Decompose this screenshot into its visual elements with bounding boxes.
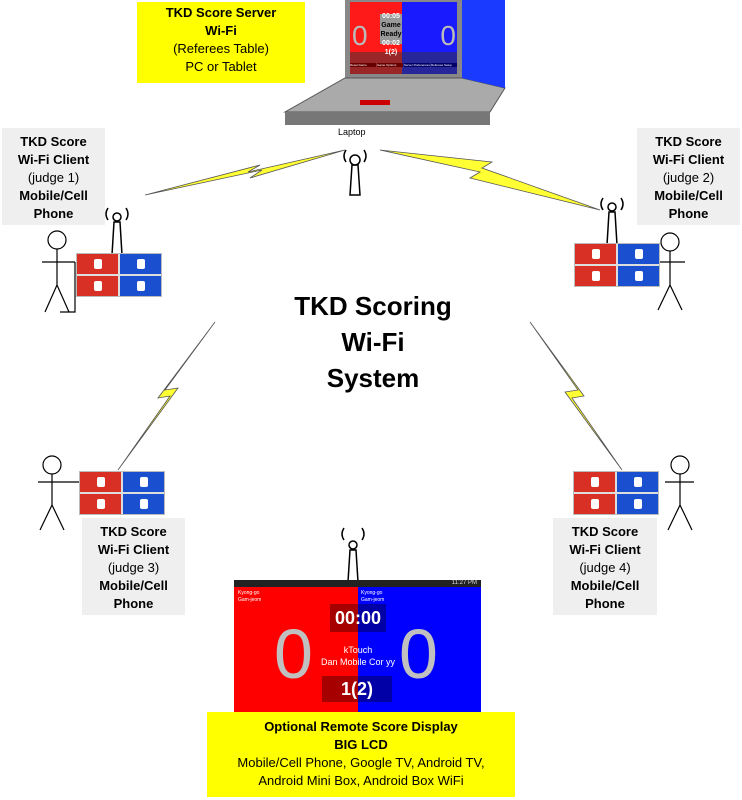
blue-label2: Gam-jeom xyxy=(361,597,385,603)
title-line2: Wi-Fi xyxy=(341,327,405,357)
title-line1: TKD Scoring xyxy=(294,291,452,321)
remote-label-box: Optional Remote Score Display BIG LCD Mo… xyxy=(207,712,515,797)
center-line1: kTouch xyxy=(343,645,373,655)
judge3-l1: TKD Score xyxy=(100,524,167,539)
judge1-l5: Phone xyxy=(33,206,74,221)
blue-label1: Kyong-go xyxy=(361,590,383,596)
remote-subtitle: BIG LCD xyxy=(334,737,388,752)
judge2-l1: TKD Score xyxy=(655,134,722,149)
judge3-l5: Phone xyxy=(113,596,154,611)
laptop-blue-score: 0 xyxy=(440,20,456,51)
judge4-l5: Phone xyxy=(585,596,625,611)
antenna-judge1 xyxy=(105,207,129,256)
remote-title: Optional Remote Score Display xyxy=(264,719,458,734)
judge1-phone xyxy=(76,253,162,297)
judge3-l2: Wi-Fi Client xyxy=(97,542,170,557)
laptop-buttons: Reset Game Game Options Server Preferenc… xyxy=(350,63,457,67)
antenna-icons xyxy=(105,149,624,583)
laptop-button[interactable]: Reset Game xyxy=(350,63,376,67)
laptop-timer: 00:05 xyxy=(382,13,400,20)
bolt-judge2 xyxy=(379,149,601,211)
laptop-status1: Game xyxy=(381,22,401,29)
judge4-phone xyxy=(573,471,659,515)
laptop-button[interactable]: Server Preferences xyxy=(404,63,430,67)
diagram-title: TKD Scoring Wi-Fi System xyxy=(250,288,496,396)
judge1-figure xyxy=(42,230,76,313)
judge3-figure xyxy=(38,455,80,531)
red-label1: Kyong-go xyxy=(238,590,260,596)
status-time: 11:27 PM xyxy=(451,580,477,586)
antenna-judge2 xyxy=(600,197,624,246)
stick-figures xyxy=(38,230,694,531)
judge2-figure xyxy=(655,232,685,311)
red-side xyxy=(234,587,358,712)
server-label-box: TKD Score Server Wi-Fi (Referees Table) … xyxy=(137,2,305,83)
laptop-red-score: 0 xyxy=(352,20,368,51)
antenna-display xyxy=(341,527,365,583)
laptop-round: 1(2) xyxy=(384,49,398,56)
laptop-button[interactable]: Game Options xyxy=(377,63,403,67)
center-line2: Dan Mobile Cor yy xyxy=(320,657,396,667)
judge4-l4: Mobile/Cell xyxy=(570,578,640,593)
judge2-l4: Mobile/Cell xyxy=(654,188,723,203)
laptop-status2: Ready xyxy=(380,31,402,38)
judge4-l1: TKD Score xyxy=(571,524,639,539)
judge2-l3: (judge 2) xyxy=(662,170,715,185)
display-round: 1(2) xyxy=(322,676,392,702)
judge3-l4: Mobile/Cell xyxy=(99,578,168,593)
red-score: 0 xyxy=(274,615,313,693)
blue-side xyxy=(358,587,481,712)
remote-line2: Android Mini Box, Android Box WiFi xyxy=(258,773,464,788)
laptop-button[interactable]: Referees Setup xyxy=(431,63,457,67)
remote-line1: Mobile/Cell Phone, Google TV, Android TV… xyxy=(237,755,485,770)
bolt-judge4 xyxy=(529,321,623,471)
server-subtitle: Wi-Fi xyxy=(205,23,237,38)
antenna-laptop xyxy=(343,149,367,196)
lightning-bolts xyxy=(117,149,623,471)
server-line1: (Referees Table) xyxy=(173,41,269,56)
judge3-l3: (judge 3) xyxy=(107,560,160,575)
judge4-l3: (judge 4) xyxy=(579,560,631,575)
judge4-l2: Wi-Fi Client xyxy=(569,542,641,557)
blue-score: 0 xyxy=(399,615,438,693)
bolt-judge3 xyxy=(117,321,216,471)
laptop-icon xyxy=(283,0,506,125)
judge1-l4: Mobile/Cell xyxy=(19,188,88,203)
judge1-l1: TKD Score xyxy=(20,134,87,149)
judge4-figure xyxy=(665,455,694,531)
judge1-l3: (judge 1) xyxy=(27,170,80,185)
laptop-label: Laptop xyxy=(338,127,366,137)
server-line2: PC or Tablet xyxy=(185,59,257,74)
laptop-rest: 00:02 xyxy=(382,40,400,47)
laptop-scores: 0 0 xyxy=(352,20,456,52)
bolt-judge1 xyxy=(144,149,346,196)
server-title: TKD Score Server xyxy=(165,5,277,20)
judge2-l5: Phone xyxy=(668,206,709,221)
title-line3: System xyxy=(326,363,420,393)
judge2-l2: Wi-Fi Client xyxy=(652,152,725,167)
laptop-screen-text: 00:05 Game Ready 00:02 1(2) xyxy=(380,12,402,57)
judge1-l2: Wi-Fi Client xyxy=(17,152,90,167)
red-label2: Gam-jeom xyxy=(238,597,262,603)
judge3-phone xyxy=(79,471,165,515)
judge2-phone xyxy=(574,243,660,287)
status-bar: 11:27 PM xyxy=(234,580,481,587)
display-timer: 00:00 xyxy=(330,604,386,632)
